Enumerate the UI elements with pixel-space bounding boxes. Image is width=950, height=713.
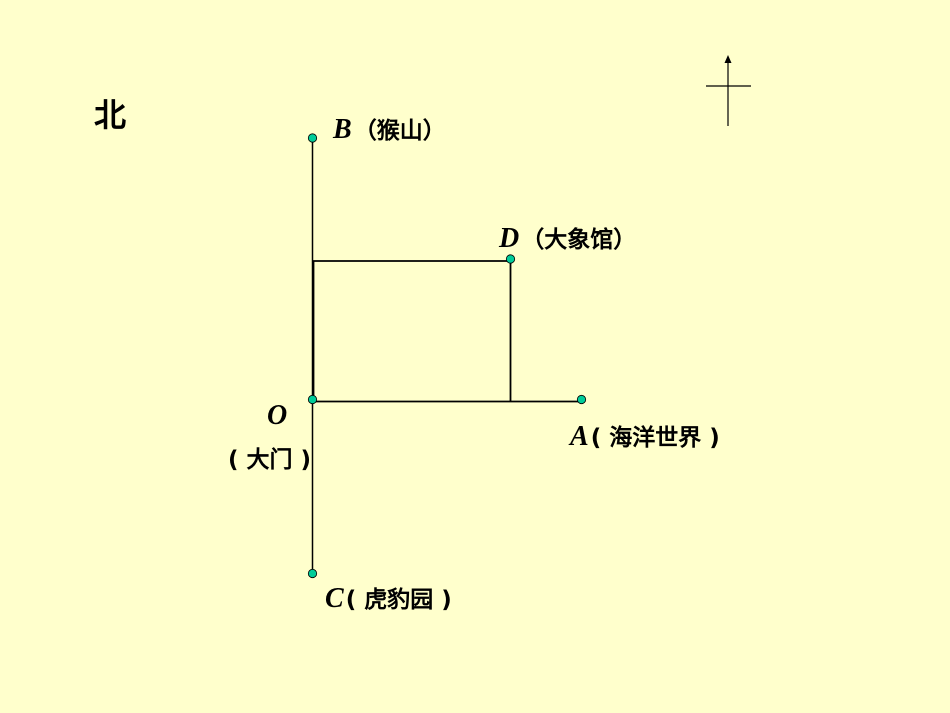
point-C-letter: C bbox=[325, 583, 344, 614]
point-A-name: ( 海洋世界 ) bbox=[590, 425, 720, 451]
compass-arrow-icon bbox=[724, 55, 732, 63]
point-O-dot bbox=[307, 394, 318, 405]
point-C-dot bbox=[307, 568, 318, 579]
point-A-dot bbox=[576, 394, 587, 405]
point-O-letter: O bbox=[267, 400, 288, 431]
point-B-label: B（猴山） bbox=[333, 111, 446, 146]
point-B-dot bbox=[307, 133, 318, 143]
north-label: 北 bbox=[94, 96, 127, 134]
point-C-label: C( 虎豹园 ) bbox=[325, 580, 452, 615]
point-D-label: D（大象馆） bbox=[499, 220, 636, 255]
compass-symbol bbox=[706, 55, 751, 126]
point-A-label: A( 海洋世界 ) bbox=[570, 418, 720, 453]
point-D-letter: D bbox=[499, 223, 520, 254]
point-A-letter: A bbox=[570, 421, 589, 452]
point-C-name: ( 虎豹园 ) bbox=[345, 587, 452, 613]
point-B-name: （猴山） bbox=[353, 118, 446, 144]
point-B-letter: B bbox=[333, 114, 352, 145]
point-O-name: ( 大门 ) bbox=[228, 447, 312, 473]
point-D-name: （大象馆） bbox=[521, 227, 637, 253]
point-D-dot bbox=[505, 254, 516, 264]
